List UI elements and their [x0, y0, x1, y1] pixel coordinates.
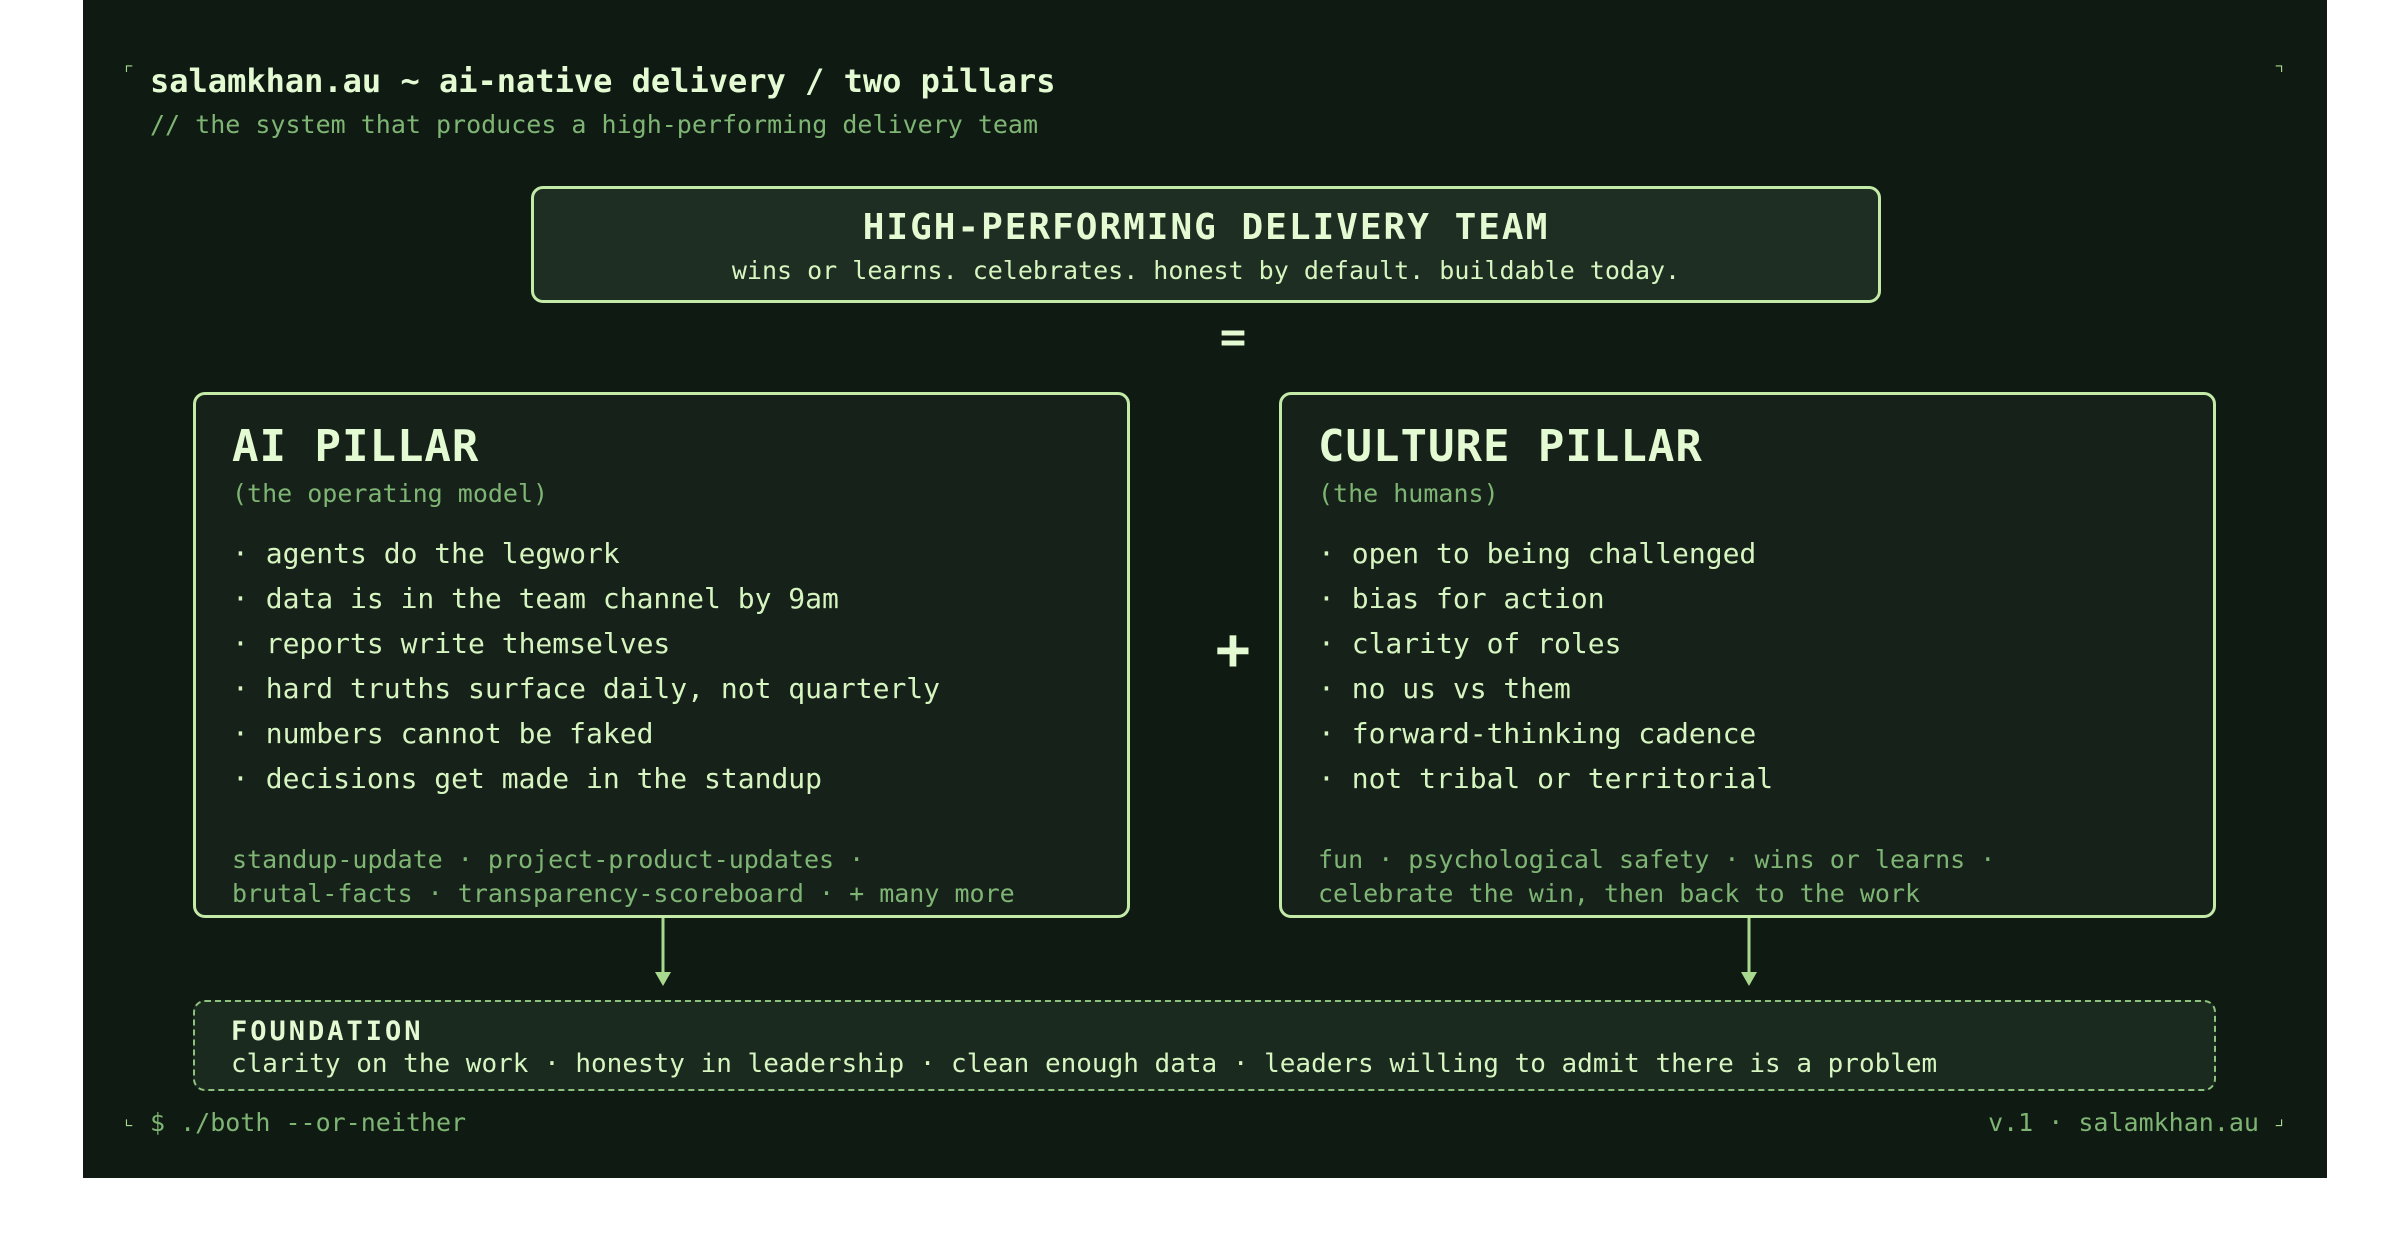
page-subtitle: // the system that produces a high-perfo…	[150, 110, 1039, 139]
list-item: · bias for action	[1318, 582, 1605, 615]
diagram-canvas: ⌜ ⌝ salamkhan.au ~ ai-native delivery / …	[83, 0, 2327, 1178]
ai-arrow-down-icon	[655, 918, 671, 986]
ai-pillar-box: AI PILLAR (the operating model) · agents…	[193, 392, 1130, 918]
culture-pillar-subtitle: (the humans)	[1318, 479, 1499, 508]
corner-top-right: ⌝	[2272, 60, 2285, 84]
corner-top-left: ⌜	[123, 60, 136, 84]
equals-operator: =	[1219, 312, 1247, 363]
tag-line: celebrate the win, then back to the work	[1318, 879, 1921, 908]
list-item: · numbers cannot be faked	[232, 717, 654, 750]
list-item: · no us vs them	[1318, 672, 1571, 705]
culture-pillar-tags: fun · psychological safety · wins or lea…	[1318, 843, 2177, 911]
corner-bottom-left: ⌞	[123, 1106, 136, 1130]
culture-pillar-list: · open to being challenged · bias for ac…	[1318, 531, 2177, 801]
foundation-text: clarity on the work · honesty in leaders…	[231, 1049, 1938, 1079]
goal-box: HIGH-PERFORMING DELIVERY TEAM wins or le…	[531, 186, 1881, 303]
list-item: · not tribal or territorial	[1318, 762, 1774, 795]
list-item: · agents do the legwork	[232, 537, 620, 570]
foundation-title: FOUNDATION	[231, 1016, 424, 1047]
ai-pillar-title: AI PILLAR	[232, 421, 480, 472]
ai-pillar-subtitle: (the operating model)	[232, 479, 549, 508]
corner-bottom-right: ⌟	[2272, 1106, 2285, 1130]
tag-line: brutal-facts · transparency-scoreboard ·…	[232, 879, 1015, 908]
list-item: · decisions get made in the standup	[232, 762, 823, 795]
tag-line: standup-update · project-product-updates…	[232, 845, 865, 874]
list-item: · open to being challenged	[1318, 537, 1757, 570]
goal-title: HIGH-PERFORMING DELIVERY TEAM	[862, 207, 1550, 248]
foundation-box: FOUNDATION clarity on the work · honesty…	[193, 1000, 2216, 1091]
tag-line: fun · psychological safety · wins or lea…	[1318, 845, 1996, 874]
culture-pillar-box: CULTURE PILLAR (the humans) · open to be…	[1279, 392, 2216, 918]
plus-operator: +	[1215, 615, 1251, 683]
page-title: salamkhan.au ~ ai-native delivery / two …	[150, 62, 1056, 100]
goal-subtitle: wins or learns. celebrates. honest by de…	[731, 256, 1681, 285]
list-item: · data is in the team channel by 9am	[232, 582, 839, 615]
list-item: · clarity of roles	[1318, 627, 1622, 660]
list-item: · hard truths surface daily, not quarter…	[232, 672, 941, 705]
ai-pillar-list: · agents do the legwork · data is in the…	[232, 531, 1091, 801]
ai-pillar-tags: standup-update · project-product-updates…	[232, 843, 1091, 911]
list-item: · reports write themselves	[232, 627, 671, 660]
culture-pillar-title: CULTURE PILLAR	[1318, 421, 1703, 472]
culture-arrow-down-icon	[1741, 918, 1757, 986]
footer-version: v.1 · salamkhan.au	[1988, 1108, 2259, 1137]
list-item: · forward-thinking cadence	[1318, 717, 1757, 750]
footer-command: $ ./both --or-neither	[150, 1108, 467, 1137]
